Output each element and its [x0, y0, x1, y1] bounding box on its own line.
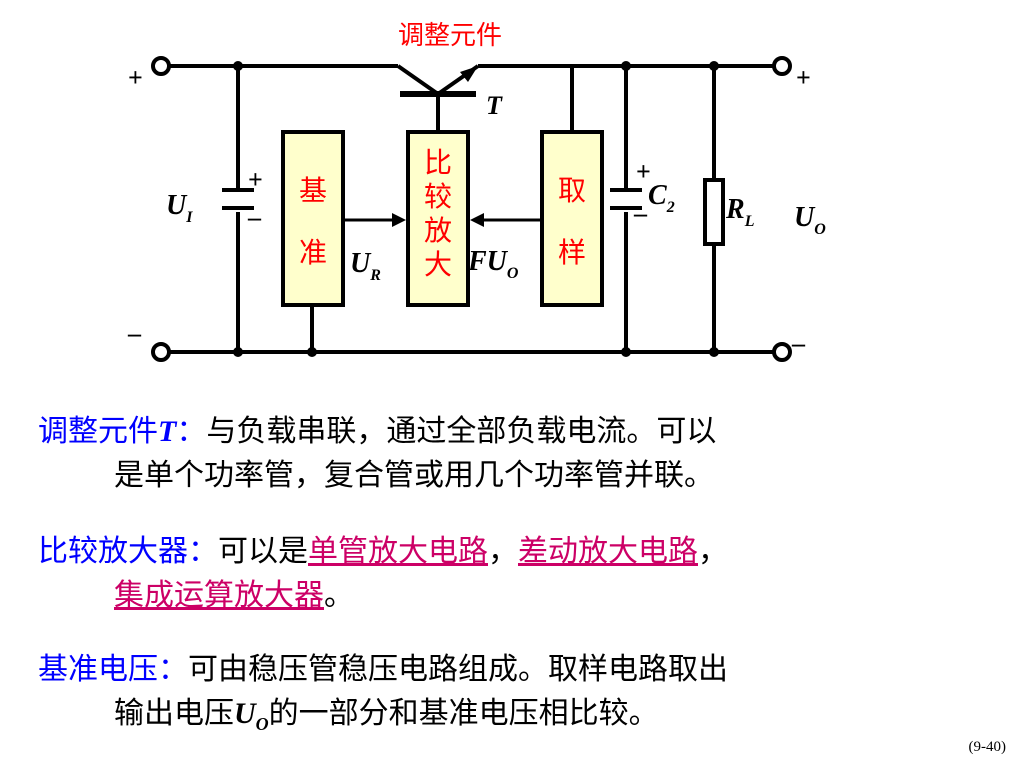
capacitor-input — [222, 188, 254, 210]
note-2-heading: 比较放大器： — [38, 534, 218, 569]
note-1-heading: 调整元件 — [38, 414, 158, 449]
arrow-ref-to-amp — [392, 213, 406, 227]
note-1-colon: ： — [176, 414, 207, 449]
amplifier-label-3: 放 — [424, 214, 452, 247]
transistor-label: T — [486, 91, 503, 120]
load-resistor — [703, 178, 725, 246]
reference-label-1: 基 — [299, 174, 327, 207]
note-regulating-element: 调整元件T：与负载串联，通过全部负载电流。可以 是单个功率管，复合管或用几个功率… — [38, 410, 978, 498]
amplifier-block — [406, 130, 470, 307]
terminals — [151, 56, 792, 362]
note-2-sep-1: ， — [488, 534, 518, 569]
sampling-label-2: 样 — [558, 236, 586, 269]
note-1-line-1: 与负载串联，通过全部负载电流。可以 — [206, 414, 717, 449]
cap-c2-minus: – — [633, 199, 648, 228]
page-number: (9-40) — [968, 739, 1007, 755]
note-3-uo: U — [234, 697, 256, 730]
capacitor-c2 — [610, 188, 642, 210]
amplifier-label-1: 比 — [424, 146, 452, 179]
link-single-tube-amplifier[interactable]: 单管放大电路 — [308, 534, 488, 569]
amplifier-label-2: 较 — [424, 180, 452, 213]
capacitor-c2-label: C2 — [648, 180, 675, 216]
cap-c2-plus: + — [636, 157, 651, 186]
note-3-line-2a: 输出电压 — [114, 696, 234, 731]
arrow-sample-to-amp — [470, 213, 484, 227]
note-1-heading-t: T — [158, 415, 177, 448]
cap-input-plus: + — [248, 165, 263, 194]
output-minus-sign: – — [791, 329, 806, 358]
reference-voltage-label: UR — [350, 248, 381, 284]
note-2-text: 可以是 — [218, 534, 308, 569]
reference-block — [281, 130, 345, 307]
output-voltage-label: UO — [794, 202, 826, 238]
load-resistor-label: RL — [725, 194, 755, 230]
reference-label-2: 准 — [299, 236, 327, 269]
output-plus-sign: + — [796, 63, 811, 92]
regulator-circuit-diagram: 基 准 比 较 放 大 取 样 调整元件 T + – + – + – + – U… — [127, 21, 826, 362]
emitter-arrow — [460, 66, 478, 82]
sampling-block — [540, 130, 604, 307]
input-voltage-label: UI — [166, 190, 193, 226]
note-3-line-2b: 的一部分和基准电压相比较。 — [268, 696, 659, 731]
sampling-label-1: 取 — [558, 174, 586, 207]
note-reference-voltage: 基准电压：可由稳压管稳压电路组成。取样电路取出 输出电压UO的一部分和基准电压相… — [38, 648, 978, 746]
note-2-sep-2: ， — [698, 534, 728, 569]
feedback-voltage-label: FUO — [467, 246, 519, 282]
input-minus-sign: – — [127, 319, 142, 348]
input-plus-sign: + — [128, 63, 143, 92]
note-3-line-1: 可由稳压管稳压电路组成。取样电路取出 — [188, 652, 728, 687]
note-3-heading: 基准电压： — [38, 652, 188, 687]
junctions — [233, 61, 719, 357]
cap-input-minus: – — [247, 203, 262, 232]
note-1-line-2: 是单个功率管，复合管或用几个功率管并联。 — [114, 458, 714, 493]
circuit-title: 调整元件 — [398, 21, 502, 51]
link-differential-amplifier[interactable]: 差动放大电路 — [518, 534, 698, 569]
amplifier-label-4: 大 — [424, 248, 452, 281]
note-comparison-amplifier: 比较放大器：可以是单管放大电路，差动放大电路， 集成运算放大器。 — [38, 530, 978, 618]
note-2-end: 。 — [324, 578, 354, 613]
note-3-uo-sub: O — [255, 714, 269, 734]
link-integrated-op-amp[interactable]: 集成运算放大器 — [114, 578, 324, 613]
